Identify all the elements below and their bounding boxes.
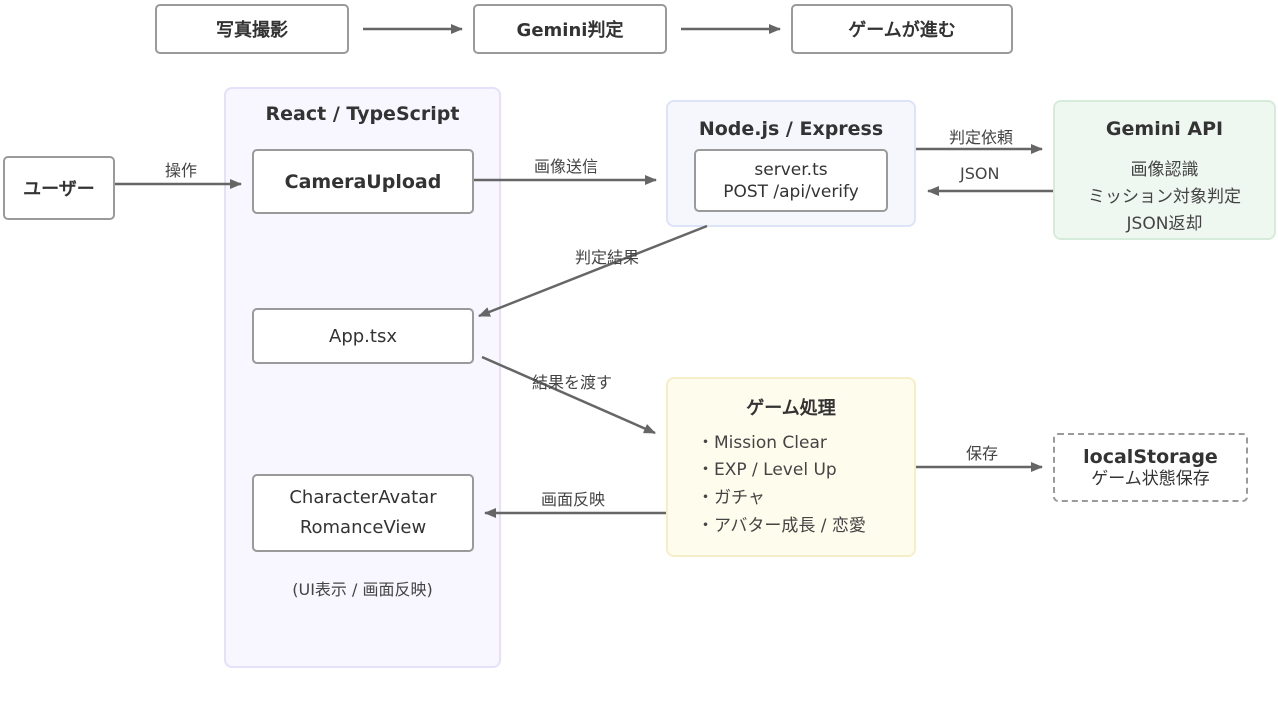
user-node: ユーザー <box>3 156 115 220</box>
storage-subtitle: ゲーム状態保存 <box>1091 468 1210 489</box>
app-node: App.tsx <box>252 308 474 364</box>
storage-node: localStorage ゲーム状態保存 <box>1053 433 1248 502</box>
flow-step-gemini-label: Gemini判定 <box>516 20 624 41</box>
game-item-exp: ・EXP / Level Up <box>697 460 837 480</box>
game-item-avatar: ・アバター成長 / 恋愛 <box>697 516 866 536</box>
gemini-title: Gemini API <box>1105 118 1224 140</box>
edge-label-pass-result: 結果を渡す <box>532 373 613 392</box>
flow-step-game-label: ゲームが進む <box>848 20 956 41</box>
gemini-line2: ミッション対象判定 <box>1088 187 1241 207</box>
edge-label-operate: 操作 <box>165 161 198 180</box>
game-item-mission: ・Mission Clear <box>697 433 827 453</box>
flow-step-photo-label: 写真撮影 <box>216 20 288 41</box>
gemini-line1: 画像認識 <box>1130 160 1199 180</box>
game-title: ゲーム処理 <box>746 398 836 419</box>
backend-title: Node.js / Express <box>698 118 884 140</box>
edge-label-send-image: 画像送信 <box>534 157 599 176</box>
frontend-title: React / TypeScript <box>265 103 460 125</box>
storage-title: localStorage <box>1083 445 1218 468</box>
frontend-note: (UI表示 / 画面反映) <box>292 580 433 599</box>
user-label: ユーザー <box>23 179 95 200</box>
edge-label-judgement-result: 判定結果 <box>575 248 640 267</box>
edge-label-json: JSON <box>960 164 1000 183</box>
edge-label-save: 保存 <box>966 444 999 463</box>
game-group <box>666 377 916 557</box>
arrow-pass-result <box>481 355 656 435</box>
edge-label-request-judgement: 判定依頼 <box>949 128 1014 147</box>
app-label: App.tsx <box>329 325 397 347</box>
gemini-line3: JSON返却 <box>1126 214 1203 234</box>
server-file: server.ts <box>754 159 828 180</box>
server-node: server.ts POST /api/verify <box>694 149 888 212</box>
flow-step-gemini: Gemini判定 <box>473 4 667 54</box>
camera-upload-node: CameraUpload <box>252 149 474 214</box>
server-endpoint: POST /api/verify <box>723 181 859 202</box>
edge-label-reflect-screen: 画面反映 <box>541 490 606 509</box>
camera-upload-label: CameraUpload <box>284 170 442 193</box>
avatar-line2: RomanceView <box>299 517 427 538</box>
avatar-line1: CharacterAvatar <box>289 487 437 508</box>
flow-step-game: ゲームが進む <box>791 4 1013 54</box>
gemini-group <box>1053 100 1276 240</box>
game-item-gacha: ・ガチャ <box>697 488 765 508</box>
avatar-node: CharacterAvatar RomanceView <box>252 474 474 552</box>
arrow-judgement-result <box>478 224 708 318</box>
flow-step-photo: 写真撮影 <box>155 4 349 54</box>
